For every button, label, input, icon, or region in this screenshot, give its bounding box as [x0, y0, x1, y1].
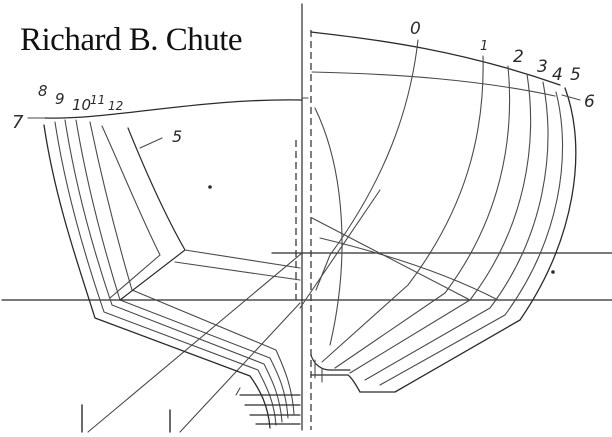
station-label-aft-9: 9	[55, 90, 65, 108]
station-label-aft-8: 8	[38, 82, 48, 100]
aft-section-outer	[43, 124, 271, 429]
aft-keel-tick	[235, 387, 241, 396]
station-label-fwd-2: 2	[513, 47, 524, 67]
station-label-fwd-5: 5	[570, 65, 581, 85]
fwd-waterline-a	[311, 71, 556, 97]
station-label-fwd-3: 3	[537, 57, 548, 77]
diagonal-1-fwd	[311, 217, 471, 301]
author-name: Richard B. Chute	[20, 22, 243, 58]
aft-chine	[119, 127, 186, 301]
diagonals	[81, 189, 471, 433]
aft-station-12	[101, 125, 161, 299]
station-label-fwd-6: 6	[584, 92, 595, 112]
fwd-station-3	[349, 73, 532, 374]
aft-station-11	[89, 121, 295, 415]
aft-station-10	[75, 119, 289, 419]
fwd-sheer-line	[310, 31, 561, 86]
leader-aft-5	[139, 137, 163, 149]
fwd-section-outer	[310, 87, 577, 393]
diagonal-2-aft	[179, 302, 301, 433]
aft-waterline	[184, 249, 301, 269]
station-label-aft-7: 7	[12, 112, 24, 133]
fwd-station-4	[364, 81, 549, 381]
fwd-station-5	[379, 91, 564, 386]
fwd-station-2	[334, 65, 511, 369]
station-label-fwd-1: 1	[480, 39, 488, 54]
aft-sheer-line	[44, 99, 303, 119]
station-label-aft-10: 10	[72, 96, 91, 114]
station-label-aft-12: 12	[108, 99, 123, 113]
aft-keel-steps	[239, 394, 301, 425]
leader-6	[561, 94, 581, 101]
fwd-dot-marker	[551, 270, 555, 274]
aft-station-9	[64, 119, 283, 423]
reference-lines	[1, 3, 612, 431]
label-leaders	[27, 94, 581, 149]
fwd-station-labels: 0 1 2 3 4 5 6	[410, 19, 595, 112]
diagonal-2-fwd	[299, 189, 381, 309]
aft-station-labels: 7 8 9 10 11 12 5	[12, 82, 182, 146]
aft-sections	[43, 99, 555, 429]
station-label-aft-5: 5	[172, 127, 182, 146]
fwd-keel-rabbet	[310, 354, 351, 371]
forward-sections	[310, 31, 577, 393]
aft-waterline-2	[174, 261, 301, 281]
aft-dot-marker	[208, 185, 212, 189]
station-label-fwd-0: 0	[410, 19, 421, 39]
station-label-aft-11: 11	[90, 93, 105, 107]
fwd-station-1	[321, 55, 484, 363]
fwd-buttock	[314, 107, 343, 346]
fwd-keel-ticks	[314, 359, 323, 383]
diagonal-1-aft	[87, 252, 303, 433]
aft-station-8	[54, 121, 277, 426]
fwd-waterline-b	[319, 237, 499, 301]
station-label-fwd-4: 4	[552, 65, 563, 85]
